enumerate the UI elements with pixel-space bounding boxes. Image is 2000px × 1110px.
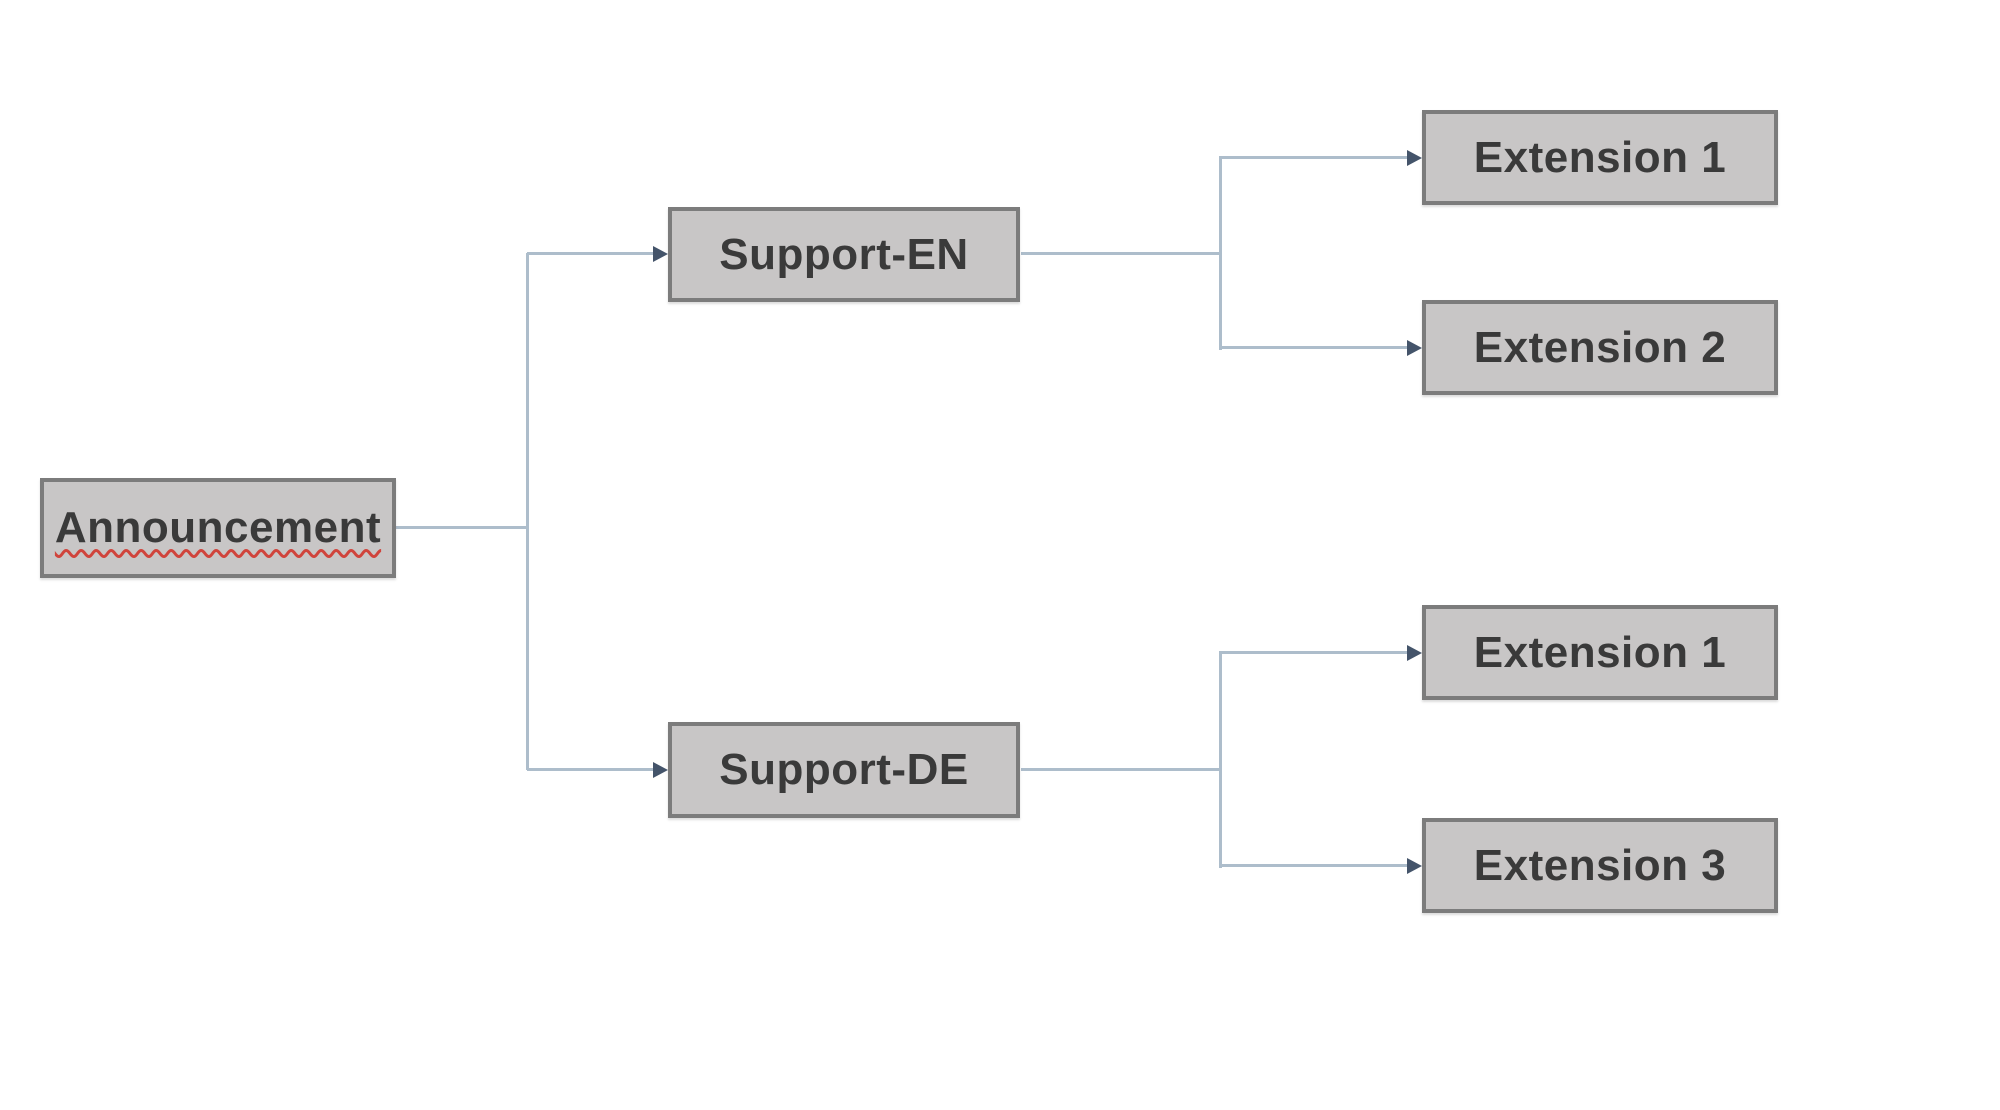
connector-trunk-level1 xyxy=(526,253,529,770)
node-extension2-en-label: Extension 2 xyxy=(1473,322,1727,372)
connector-to-support-de xyxy=(527,768,653,771)
connector-to-extension1-en xyxy=(1220,156,1407,159)
node-support-en: Support-EN xyxy=(668,207,1020,302)
node-support-en-label: Support-EN xyxy=(719,229,969,279)
node-extension1-en-label: Extension 1 xyxy=(1473,132,1727,182)
node-extension3-de-label: Extension 3 xyxy=(1473,840,1727,890)
arrowhead-extension1-de-icon xyxy=(1407,645,1422,661)
node-announcement-label: Announcement xyxy=(54,503,382,552)
arrowhead-extension1-en-icon xyxy=(1407,150,1422,166)
connector-announcement-out xyxy=(396,526,528,529)
arrowhead-extension3-de-icon xyxy=(1407,858,1422,874)
arrowhead-extension2-en-icon xyxy=(1407,340,1422,356)
node-extension1-de-label: Extension 1 xyxy=(1473,627,1727,677)
connector-to-extension1-de xyxy=(1220,651,1407,654)
node-announcement: Announcement xyxy=(40,478,396,578)
connector-to-extension2-en xyxy=(1220,346,1407,349)
connector-trunk-support-en xyxy=(1219,156,1222,350)
node-extension3-de: Extension 3 xyxy=(1422,818,1778,913)
connector-support-de-out xyxy=(1021,768,1221,771)
arrowhead-support-en-icon xyxy=(653,246,668,262)
connector-support-en-out xyxy=(1021,252,1221,255)
node-extension1-en: Extension 1 xyxy=(1422,110,1778,205)
node-support-de: Support-DE xyxy=(668,722,1020,818)
node-support-de-label: Support-DE xyxy=(719,745,969,794)
connector-to-support-en xyxy=(527,252,653,255)
node-extension1-de: Extension 1 xyxy=(1422,605,1778,700)
connector-to-extension3-de xyxy=(1220,864,1407,867)
arrowhead-support-de-icon xyxy=(653,762,668,778)
node-extension2-en: Extension 2 xyxy=(1422,300,1778,395)
connector-trunk-support-de xyxy=(1219,651,1222,868)
